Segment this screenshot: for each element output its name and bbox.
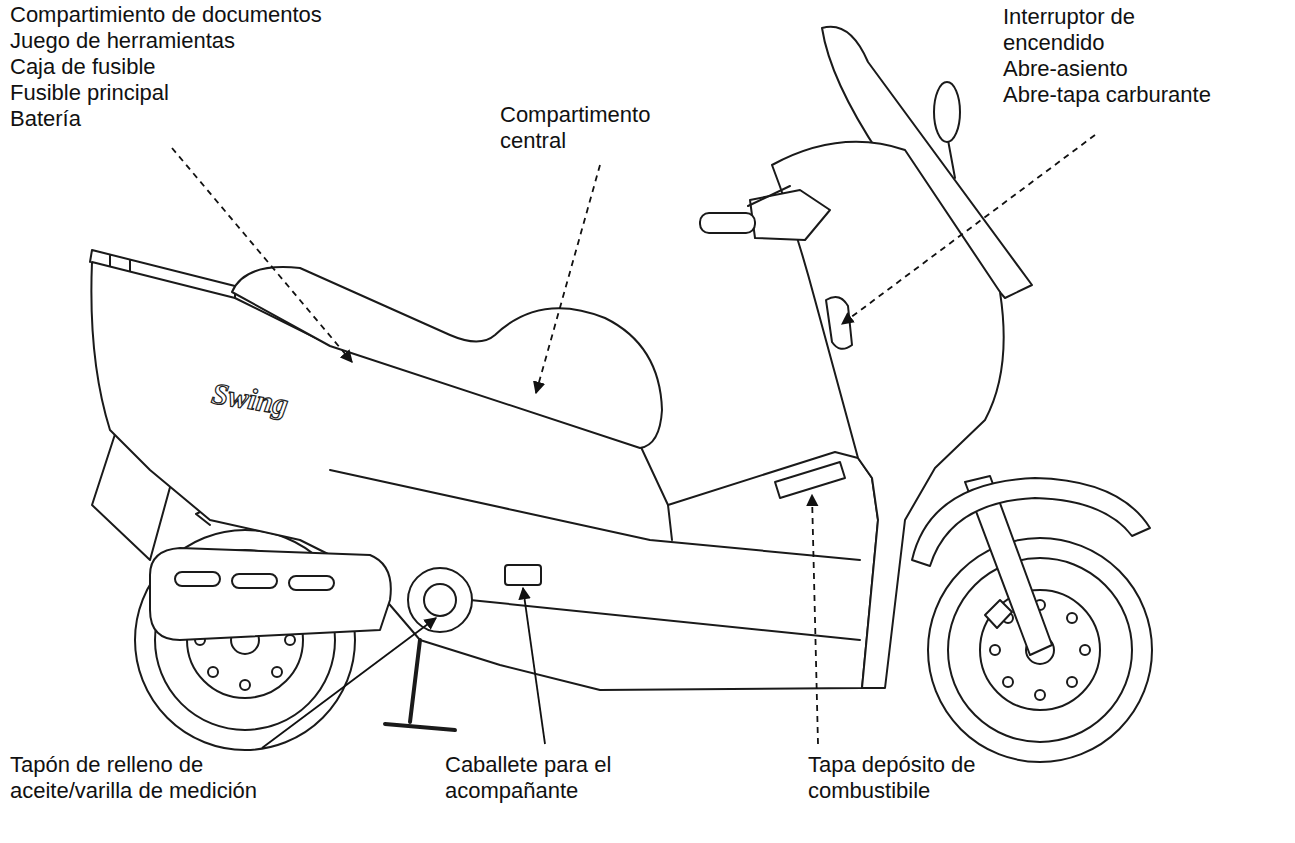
- leader-line: [262, 618, 436, 748]
- part-label: Abre-asiento: [1003, 56, 1128, 82]
- grip: [700, 213, 755, 233]
- muffler: [150, 548, 391, 640]
- part-label: Interruptor de encendido: [1003, 4, 1139, 56]
- handle-cover: [750, 190, 830, 240]
- leader-line: [523, 588, 545, 744]
- leader-line: [812, 495, 818, 744]
- front-fender: [912, 478, 1150, 566]
- muffler-slot: [289, 576, 334, 590]
- brand-logo: Swing: [209, 376, 290, 422]
- leader-line: [172, 148, 352, 362]
- leader-line: [536, 165, 600, 393]
- oil-cap: [424, 584, 456, 616]
- part-label: Tapón de relleno de aceite/varilla de me…: [10, 752, 268, 804]
- mirror-stalk: [948, 140, 955, 178]
- glovebox-lid: [826, 297, 852, 349]
- rear-rack: [90, 250, 235, 298]
- seat: [232, 267, 662, 448]
- muffler-slot: [232, 574, 277, 588]
- mirror: [934, 82, 960, 142]
- muffler-slot: [175, 572, 220, 586]
- part-label: Caja de fusible: [10, 54, 156, 80]
- leader-line: [842, 135, 1095, 324]
- scooter-body: [91, 262, 878, 690]
- part-label: Tapa depósito de combustibile: [808, 752, 988, 804]
- brake-lever: [748, 186, 790, 206]
- part-label: Fusible principal: [10, 80, 169, 106]
- center-stand: [385, 640, 455, 730]
- part-label: Caballete para el acompañante: [445, 752, 625, 804]
- fuel-lid: [775, 462, 845, 498]
- passenger-footpeg: [505, 565, 541, 585]
- part-label: Abre-tapa carburante: [1003, 82, 1211, 108]
- part-label: Juego de herramientas: [10, 28, 235, 54]
- part-label: Compartimiento de documentos: [10, 2, 322, 28]
- part-label: Batería: [10, 106, 81, 132]
- engine-case: [408, 568, 472, 632]
- part-label: Compartimento central: [500, 102, 665, 154]
